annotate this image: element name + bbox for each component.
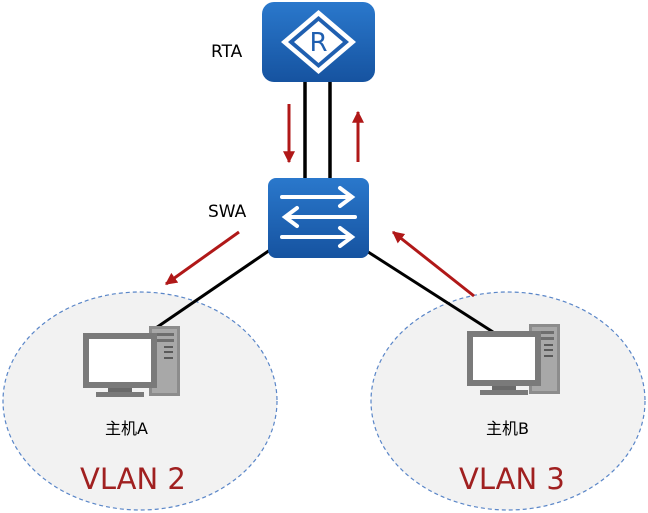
- host-b-computer: [467, 324, 560, 395]
- link-switch-host-b: [364, 248, 494, 334]
- host-a-computer: [83, 326, 180, 397]
- arrow-to-host-a: [165, 230, 240, 286]
- router-device: R: [262, 2, 375, 82]
- svg-text:R: R: [309, 28, 327, 58]
- switch-device: [268, 178, 369, 258]
- arrow-from-host-b: [392, 230, 475, 298]
- router-label: RTA: [211, 42, 243, 62]
- link-switch-host-a: [149, 248, 271, 334]
- desktop-computer-icon: [467, 324, 560, 395]
- router-icon: R: [281, 10, 356, 74]
- host-a-label: 主机A: [105, 419, 148, 438]
- switch-label: SWA: [208, 202, 247, 222]
- host-b-label: 主机B: [486, 419, 529, 438]
- vlan-2-label: VLAN 2: [80, 462, 186, 496]
- vlan-2-area: [2, 291, 278, 511]
- desktop-computer-icon: [83, 326, 180, 397]
- vlan-3-area: [370, 291, 646, 511]
- switch-icon: [280, 186, 357, 248]
- vlan-3-label: VLAN 3: [459, 462, 565, 496]
